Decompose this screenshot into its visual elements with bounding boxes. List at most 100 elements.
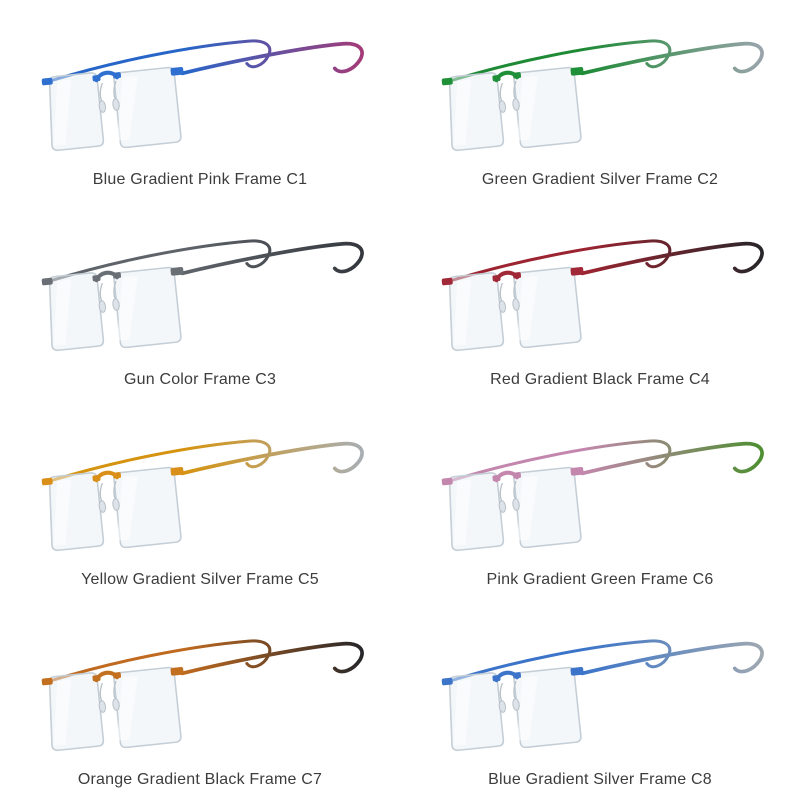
bridge-mount-left [492,475,501,482]
temple-near [180,641,364,676]
glasses-image [441,639,764,752]
nose-pad-left [498,100,507,113]
hinge-left [441,477,453,486]
temple-far [448,439,672,483]
temple-far [48,39,272,83]
nose-pad-wire-left [99,82,103,103]
bridge-mount-right [112,672,122,679]
temple-far [48,239,272,283]
hinge-right [570,266,584,276]
lens-left-highlight [53,279,72,346]
lens-right-highlight [517,75,538,141]
product-caption: Blue Gradient Pink Frame C1 [92,171,308,188]
glasses-image [441,39,764,152]
glasses-image [41,439,364,552]
nose-pad-right [112,498,120,511]
product-cell: Blue Gradient Silver Frame C8 [400,600,800,800]
bridge-mount-left [492,675,501,682]
temple-near [580,241,764,276]
nose-pad-right [112,298,120,311]
glasses-image [41,239,364,352]
lens-left-highlight [453,79,472,146]
bridge-mount-right [512,72,522,79]
lens-left-highlight [53,479,72,546]
lens-right-highlight [517,475,538,541]
temple-near [580,641,764,676]
nose-pad-right [112,98,120,111]
bridge-mount-right [112,72,122,79]
bridge-mount-right [112,472,122,479]
lens-right-highlight [117,75,138,141]
lens-left-highlight [53,679,72,746]
product-cell: Green Gradient Silver Frame C2 [400,0,800,200]
nose-pad-left [98,100,107,113]
bridge-mount-left [492,75,501,82]
lens-right-highlight [117,675,138,741]
nose-pad-wire-left [499,82,503,103]
temple-far [448,239,672,283]
nose-pad-left [98,700,107,713]
nose-pad-wire-left [499,282,503,303]
nose-pad-right [512,498,520,511]
hinge-left [441,677,453,686]
product-cell: Yellow Gradient Silver Frame C5 [0,400,400,600]
hinge-left [41,677,53,686]
bridge-mount-left [92,475,101,482]
glasses-image [441,239,764,352]
hinge-left [441,77,453,86]
nose-pad-right [512,298,520,311]
temple-near [180,41,364,76]
glasses-image [41,639,364,752]
nose-pad-left [498,300,507,313]
hinge-right [570,66,584,76]
bridge-mount-left [92,675,101,682]
hinge-right [170,466,184,476]
temple-far [448,639,672,683]
glasses-image [441,439,764,552]
product-cell: Red Gradient Black Frame C4 [400,200,800,400]
product-cell: Blue Gradient Pink Frame C1 [0,0,400,200]
hinge-left [41,277,53,286]
nose-pad-right [112,698,120,711]
product-caption: Gun Color Frame C3 [123,371,277,388]
nose-pad-wire-left [99,282,103,303]
nose-pad-wire-left [99,482,103,503]
temple-far [48,439,272,483]
product-caption: Orange Gradient Black Frame C7 [77,771,323,788]
bridge-mount-left [492,275,501,282]
product-caption: Yellow Gradient Silver Frame C5 [81,571,319,588]
nose-pad-right [512,98,520,111]
hinge-right [570,666,584,676]
product-cell: Orange Gradient Black Frame C7 [0,600,400,800]
nose-pad-wire-left [499,682,503,703]
product-cell: Gun Color Frame C3 [0,200,400,400]
glasses-image [41,39,364,152]
bridge-mount-right [512,272,522,279]
lens-left-highlight [453,479,472,546]
product-caption: Blue Gradient Silver Frame C8 [488,771,712,788]
bridge-mount-left [92,275,101,282]
nose-pad-left [498,700,507,713]
product-caption: Red Gradient Black Frame C4 [490,371,710,388]
product-cell: Pink Gradient Green Frame C6 [400,400,800,600]
hinge-right [170,266,184,276]
temple-near [580,441,764,476]
nose-pad-wire-left [499,482,503,503]
nose-pad-right [512,698,520,711]
hinge-left [441,277,453,286]
lens-left-highlight [53,79,72,146]
lens-right-highlight [517,275,538,341]
temple-far [48,639,272,683]
lens-right-highlight [117,275,138,341]
bridge-mount-left [92,75,101,82]
bridge-mount-right [512,672,522,679]
product-caption: Pink Gradient Green Frame C6 [486,571,714,588]
bridge-mount-right [112,272,122,279]
lens-right-highlight [117,475,138,541]
hinge-left [41,477,53,486]
hinge-right [170,666,184,676]
hinge-left [41,77,53,86]
lens-left-highlight [453,679,472,746]
bridge-mount-right [512,472,522,479]
